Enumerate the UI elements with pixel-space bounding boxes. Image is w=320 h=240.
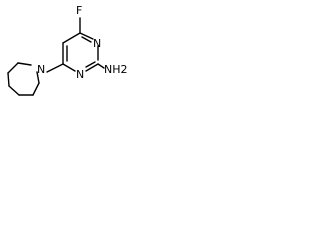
pyrimidine-ring	[62, 32, 99, 72]
pyrimidine-bond-c5-c4	[62, 32, 81, 44]
azepane-bond-7	[36, 71, 40, 84]
n-to-ring-bond	[46, 63, 64, 73]
azepane-n-label: N	[37, 63, 45, 76]
pyrimidine-bond-c2-n1	[85, 63, 99, 72]
azepane-bond-6	[32, 82, 40, 96]
azepane-bond-2	[7, 62, 19, 74]
azepane-bond-1	[17, 62, 32, 66]
ring-n-bottom-label: N	[76, 68, 84, 81]
pyrimidine-bond-c4-n3	[79, 32, 94, 40]
structure-diagram: F N N NH2 N	[7, 4, 128, 96]
amine-label: NH2	[104, 63, 128, 76]
c2-nh2-bond	[97, 63, 105, 69]
azepane-bond-4	[8, 85, 20, 96]
ring-n-top-label: N	[93, 37, 101, 50]
azepane-bond-3	[7, 72, 10, 87]
pyrimidine-double-bond-c2-n1	[85, 61, 96, 68]
fluorine-label: F	[76, 4, 82, 17]
pyrimidine-double-bond-c4-n3	[81, 36, 92, 43]
azepane-ring	[7, 62, 40, 96]
pyrimidine-bond-n1-c6	[62, 63, 76, 72]
